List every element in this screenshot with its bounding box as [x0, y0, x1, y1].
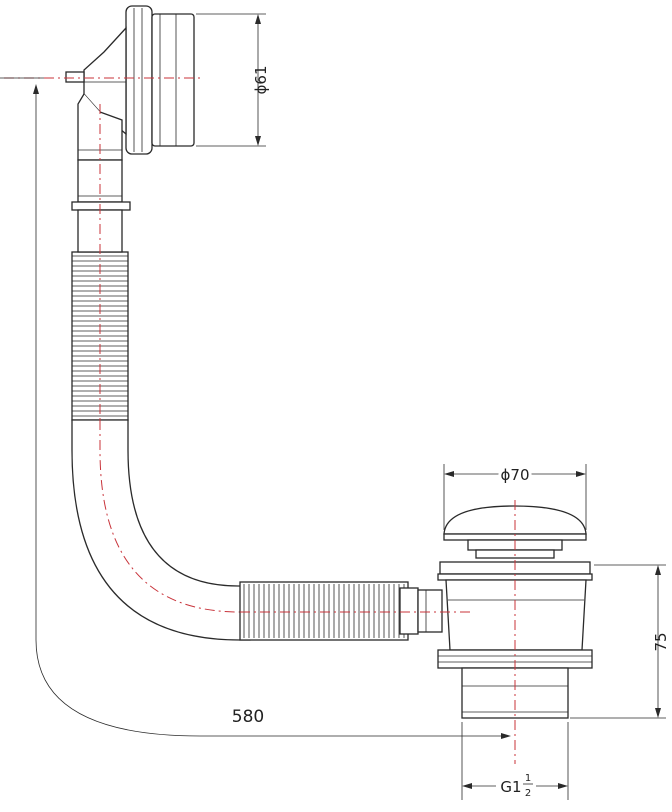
overflow-head — [65, 5, 195, 161]
dimension-thread: G1 1 2 — [461, 722, 569, 800]
dimension-waste-diameter: ϕ70 — [443, 463, 587, 530]
dimension-height: 75 — [570, 564, 670, 719]
dimension-length: 580 — [0, 77, 511, 739]
corrugated-hose-vertical — [72, 255, 128, 417]
horizontal-pipe — [239, 581, 443, 641]
overflow-diameter-label: ϕ61 — [252, 66, 270, 95]
thread-label-denominator: 2 — [525, 788, 531, 799]
waste-diameter-label: ϕ70 — [501, 466, 530, 484]
height-label: 75 — [652, 632, 670, 651]
thread-label-main: G1 — [500, 778, 521, 796]
bend-pipe — [71, 419, 251, 641]
corrugated-hose-horizontal — [243, 584, 405, 638]
centerlines — [4, 77, 516, 790]
dimension-overflow-diameter: ϕ61 — [196, 13, 270, 147]
length-label: 580 — [232, 707, 264, 727]
vertical-pipe — [71, 159, 131, 421]
thread-label-numerator: 1 — [525, 773, 531, 784]
